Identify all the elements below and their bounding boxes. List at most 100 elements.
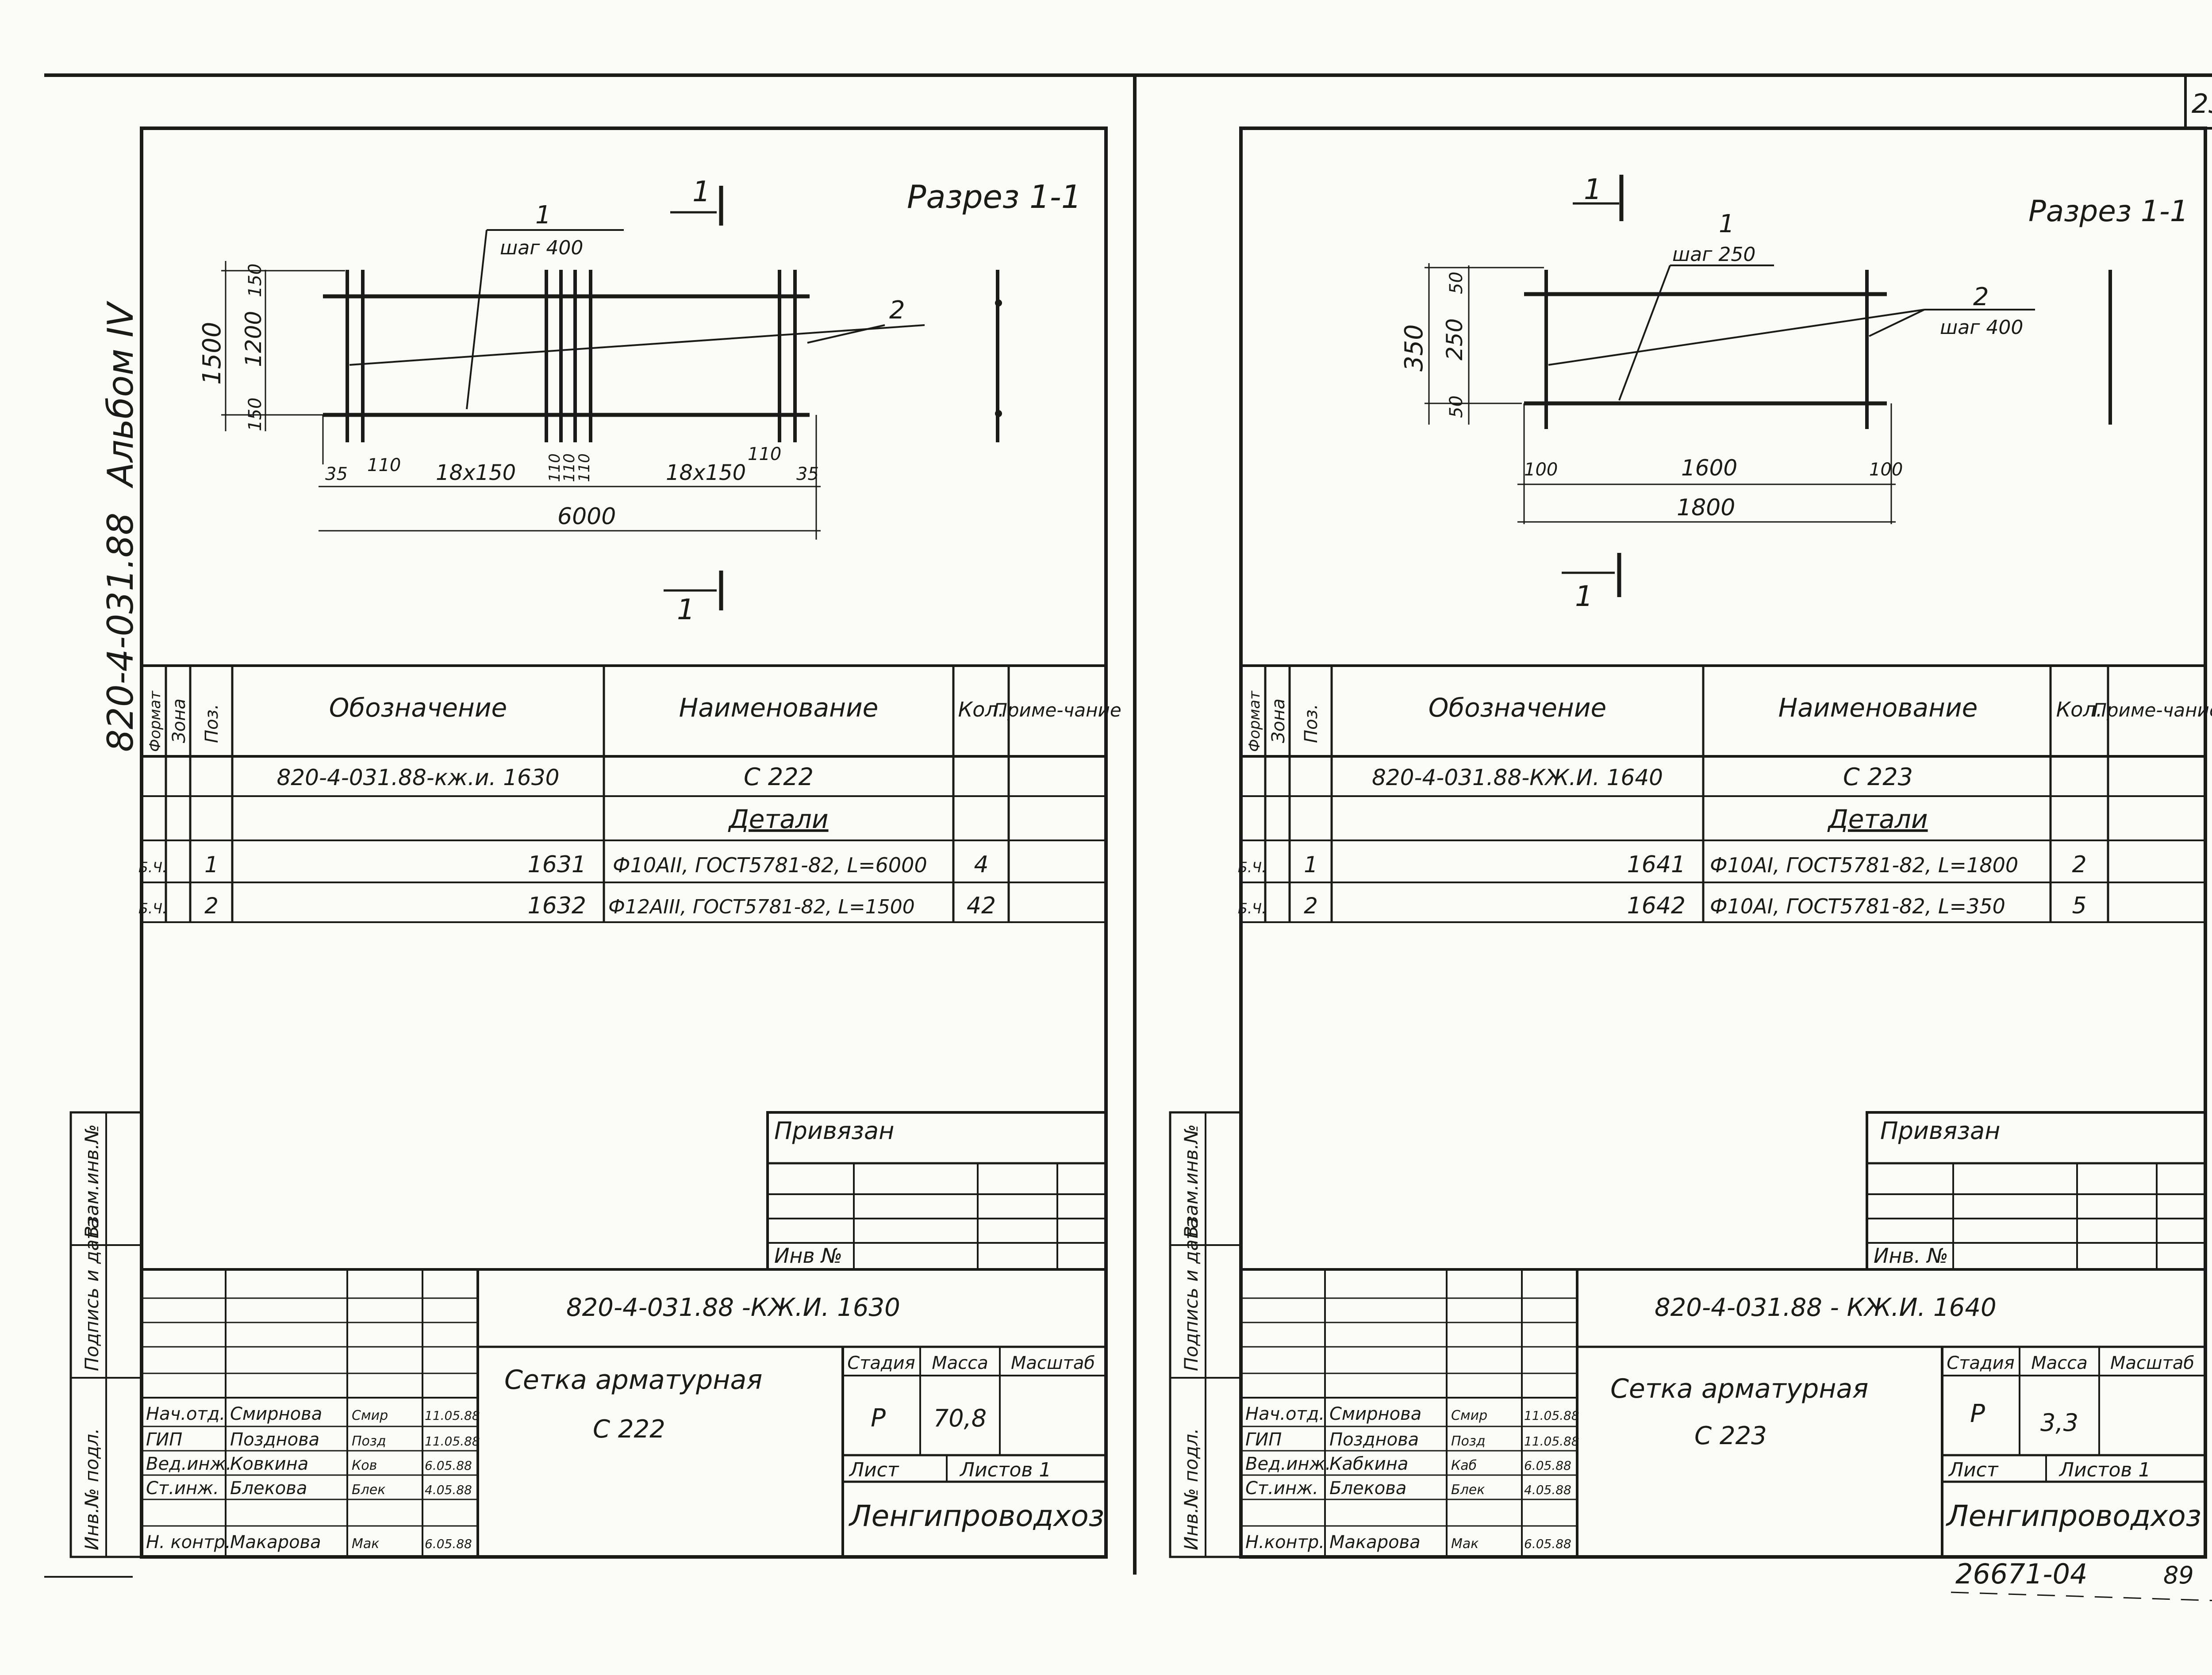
strip-vzam: Взам.инв.№ [81,1124,103,1238]
spec-row1-designation: 1631 [528,851,586,878]
signer-date: 11.05.88 [425,1434,480,1449]
dim-d7: 18x150 [666,460,746,485]
spec-row1-designation: 1641 [1627,851,1686,878]
spec-header-pos: Поз. [202,704,222,743]
signer-signature: Мак [1451,1536,1479,1552]
spec-header-zone: Зона [169,698,189,743]
transverse-bars [346,270,797,442]
product-code: С 222 [593,1415,665,1444]
signer-role: Вед.инж. [1245,1454,1331,1474]
signer-signature: Смир [352,1408,388,1423]
org-name: Ленгипроводхоз [849,1499,1104,1533]
signer-role: Н.контр. [1245,1532,1325,1552]
product-name: Сетка арматурная [1610,1373,1868,1404]
inv-label: Инв. № [1874,1244,1948,1268]
dim-total: 1800 [1677,494,1735,521]
signer-signature: Смир [1451,1408,1487,1423]
spec-row1-qty: 4 [974,851,988,878]
sheets-count: Листов 1 [959,1459,1051,1481]
leader-pos2-b [807,324,885,344]
section-title: Разрез 1-1 [2028,194,2189,228]
title-block [1241,1268,2205,1557]
strip-podpis: Подпись и дата [81,1217,103,1371]
strip-inv-podl: Инв.№ подл. [81,1428,103,1550]
spec-row1-format: Б.Ч. [138,859,167,876]
dim-height-total: 1500 [198,322,227,385]
stage-value: Р [1970,1399,1985,1428]
pos1-pitch: шаг 250 [1672,243,1755,266]
spec-row2-qty: 5 [2072,893,2086,919]
spec-details-label: Детали [1827,804,1928,834]
signer-role: ГИП [1245,1430,1282,1450]
sheet-frame [1239,126,2207,1559]
left-strip [69,1111,143,1558]
signer-role: Ст.инж. [146,1478,219,1499]
signer-name: Смирнова [1329,1404,1421,1424]
spec-header-designation: Обозначение [1429,693,1606,723]
spec-header-qty: Кол. [958,698,1005,721]
signer-date: 11.05.88 [1524,1408,1579,1423]
section-mark-bottom-number: 1 [1575,580,1593,613]
spec-header-note: Приме-чание [993,699,1121,721]
leader-pos1 [466,230,488,410]
spec-row2-format: Б.Ч. [1238,900,1266,917]
pos1-label: 1 [535,201,551,230]
spec-header-format: Формат [1246,690,1263,752]
spec-header-qty: Кол. [2056,698,2103,721]
signer-date: 11.05.88 [1524,1434,1579,1449]
privyazan-label: Привязан [1880,1117,2000,1145]
spec-row2-pos: 2 [1304,893,1318,919]
signer-signature: Блек [1451,1482,1485,1498]
signer-date: 6.05.88 [1524,1458,1571,1473]
stage-value: Р [871,1404,886,1433]
spec-header-zone: Зона [1268,698,1289,743]
dim-d1: 35 [325,464,348,484]
signer-role: Вед.инж. [146,1454,231,1474]
signer-role: Н. контр. [146,1532,231,1552]
sheet-label: Лист [849,1459,899,1481]
spec-row2-pos: 2 [204,893,219,919]
signers: Нач.отд. Смирнова Смир 11.05.88 ГИП Позд… [1245,1404,1579,1552]
org-name: Ленгипроводхоз [1946,1499,2201,1533]
title-block [142,1268,1106,1557]
mass-value: 70,8 [933,1404,987,1432]
pos1-label: 1 [1719,210,1735,238]
page-number: 23 [2192,88,2212,119]
mass-label: Масса [2031,1353,2088,1373]
signer-date: 11.05.88 [425,1408,480,1423]
strip-vzam: Взам.инв.№ [1180,1124,1202,1238]
spec-row2-qty: 42 [967,893,996,919]
signer-name: Макарова [1329,1532,1421,1552]
signer-name: Смирнова [230,1404,322,1424]
dim-height-mid: 1200 [241,311,266,367]
sheet-c223: Разрез 1-1 1 1 1 шаг 250 2 шаг 400 350 2… [1169,126,2212,1559]
section-title: Разрез 1-1 [907,178,1082,215]
spec-row1-format: Б.Ч. [1238,859,1266,876]
dim-d8: 110 [748,444,781,464]
doc-code: 820-4-031.88 - КЖ.И. 1640 [1655,1293,1997,1322]
signer-date: 4.05.88 [425,1483,472,1497]
stage-label: Стадия [847,1353,915,1373]
signer-role: Ст.инж. [1245,1478,1318,1499]
section-dot-top [995,299,1002,307]
spec-details-label: Детали [727,804,828,834]
dim-d4: 110 [546,453,564,482]
privyazan-label: Привязан [774,1117,894,1145]
inv-label: Инв № [774,1244,842,1268]
signer-name: Блекова [230,1478,307,1499]
leader-pos2-a [1548,309,1925,366]
mass-label: Масса [932,1353,988,1373]
sheet-frame [140,126,1108,1559]
spec-main-designation: 820-4-031.88-кж.и. 1630 [277,765,560,790]
dim-d2: 110 [367,455,401,475]
dim-d1: 100 [1524,460,1558,480]
signer-role: Нач.отд. [146,1404,225,1424]
doc-code: 820-4-031.88 -КЖ.И. 1630 [566,1293,900,1322]
signer-date: 4.05.88 [1524,1483,1571,1497]
stage-label: Стадия [1947,1353,2014,1373]
spec-row2-name: Ф10АI, ГОСТ5781-82, L=350 [1710,894,2005,918]
product-code: С 223 [1694,1422,1767,1450]
dim-d9: 100 [1869,460,1903,480]
signer-date: 6.05.88 [425,1537,472,1551]
signers: Нач.отд. Смирнова Смир 11.05.88 ГИП Позд… [146,1404,480,1552]
